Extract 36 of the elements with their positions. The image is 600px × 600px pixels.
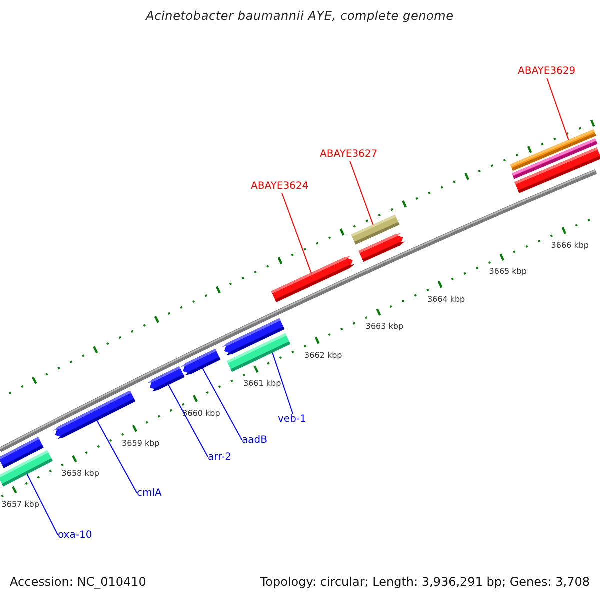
gene-bar [358, 233, 405, 262]
gene-label: oxa-10 [58, 530, 92, 542]
gene-bar [226, 333, 291, 372]
gene-label: ABAYE3629 [518, 66, 576, 78]
leader-line [272, 352, 294, 414]
leader-line [202, 368, 242, 440]
gene-bar [148, 366, 185, 392]
leader-line [282, 192, 312, 274]
scale-label: 3659 kbp [122, 438, 160, 449]
gene-bar [53, 390, 136, 440]
footer-text: Topology: circular; Length: 3,936,291 bp; Genes: 3,708 [260, 575, 590, 589]
gene-bar [271, 256, 355, 302]
footer-text: Accession: NC_010410 [10, 575, 146, 589]
scale-label: 3661 kbp [243, 379, 282, 390]
leader-line [350, 160, 374, 226]
scale-label: 3663 kbp [366, 322, 404, 332]
gene-label: arr-2 [208, 452, 232, 464]
gene-label: cmlA [137, 488, 162, 500]
gene-label: aadB [242, 435, 268, 447]
leader-line [546, 78, 570, 140]
gene-bar [514, 148, 600, 194]
gene-bar [0, 450, 53, 487]
gene-label: veb-1 [278, 414, 306, 426]
scale-label: 3657 kbp [2, 500, 40, 510]
leader-line [26, 474, 58, 536]
gene-label: ABAYE3627 [320, 149, 378, 161]
title: Acinetobacter baumannii AYE, complete genome [144, 9, 455, 23]
scale-label: 3664 kbp [427, 294, 466, 305]
gene-bar [181, 349, 221, 376]
leader-line [168, 384, 208, 458]
scale-label: 3658 kbp [62, 469, 100, 479]
scale-label: 3662 kbp [304, 350, 342, 361]
scale-label: 3665 kbp [489, 267, 527, 278]
gene-label: ABAYE3624 [251, 181, 309, 193]
scale-label: 3666 kbp [551, 240, 589, 251]
leader-line [96, 420, 138, 494]
